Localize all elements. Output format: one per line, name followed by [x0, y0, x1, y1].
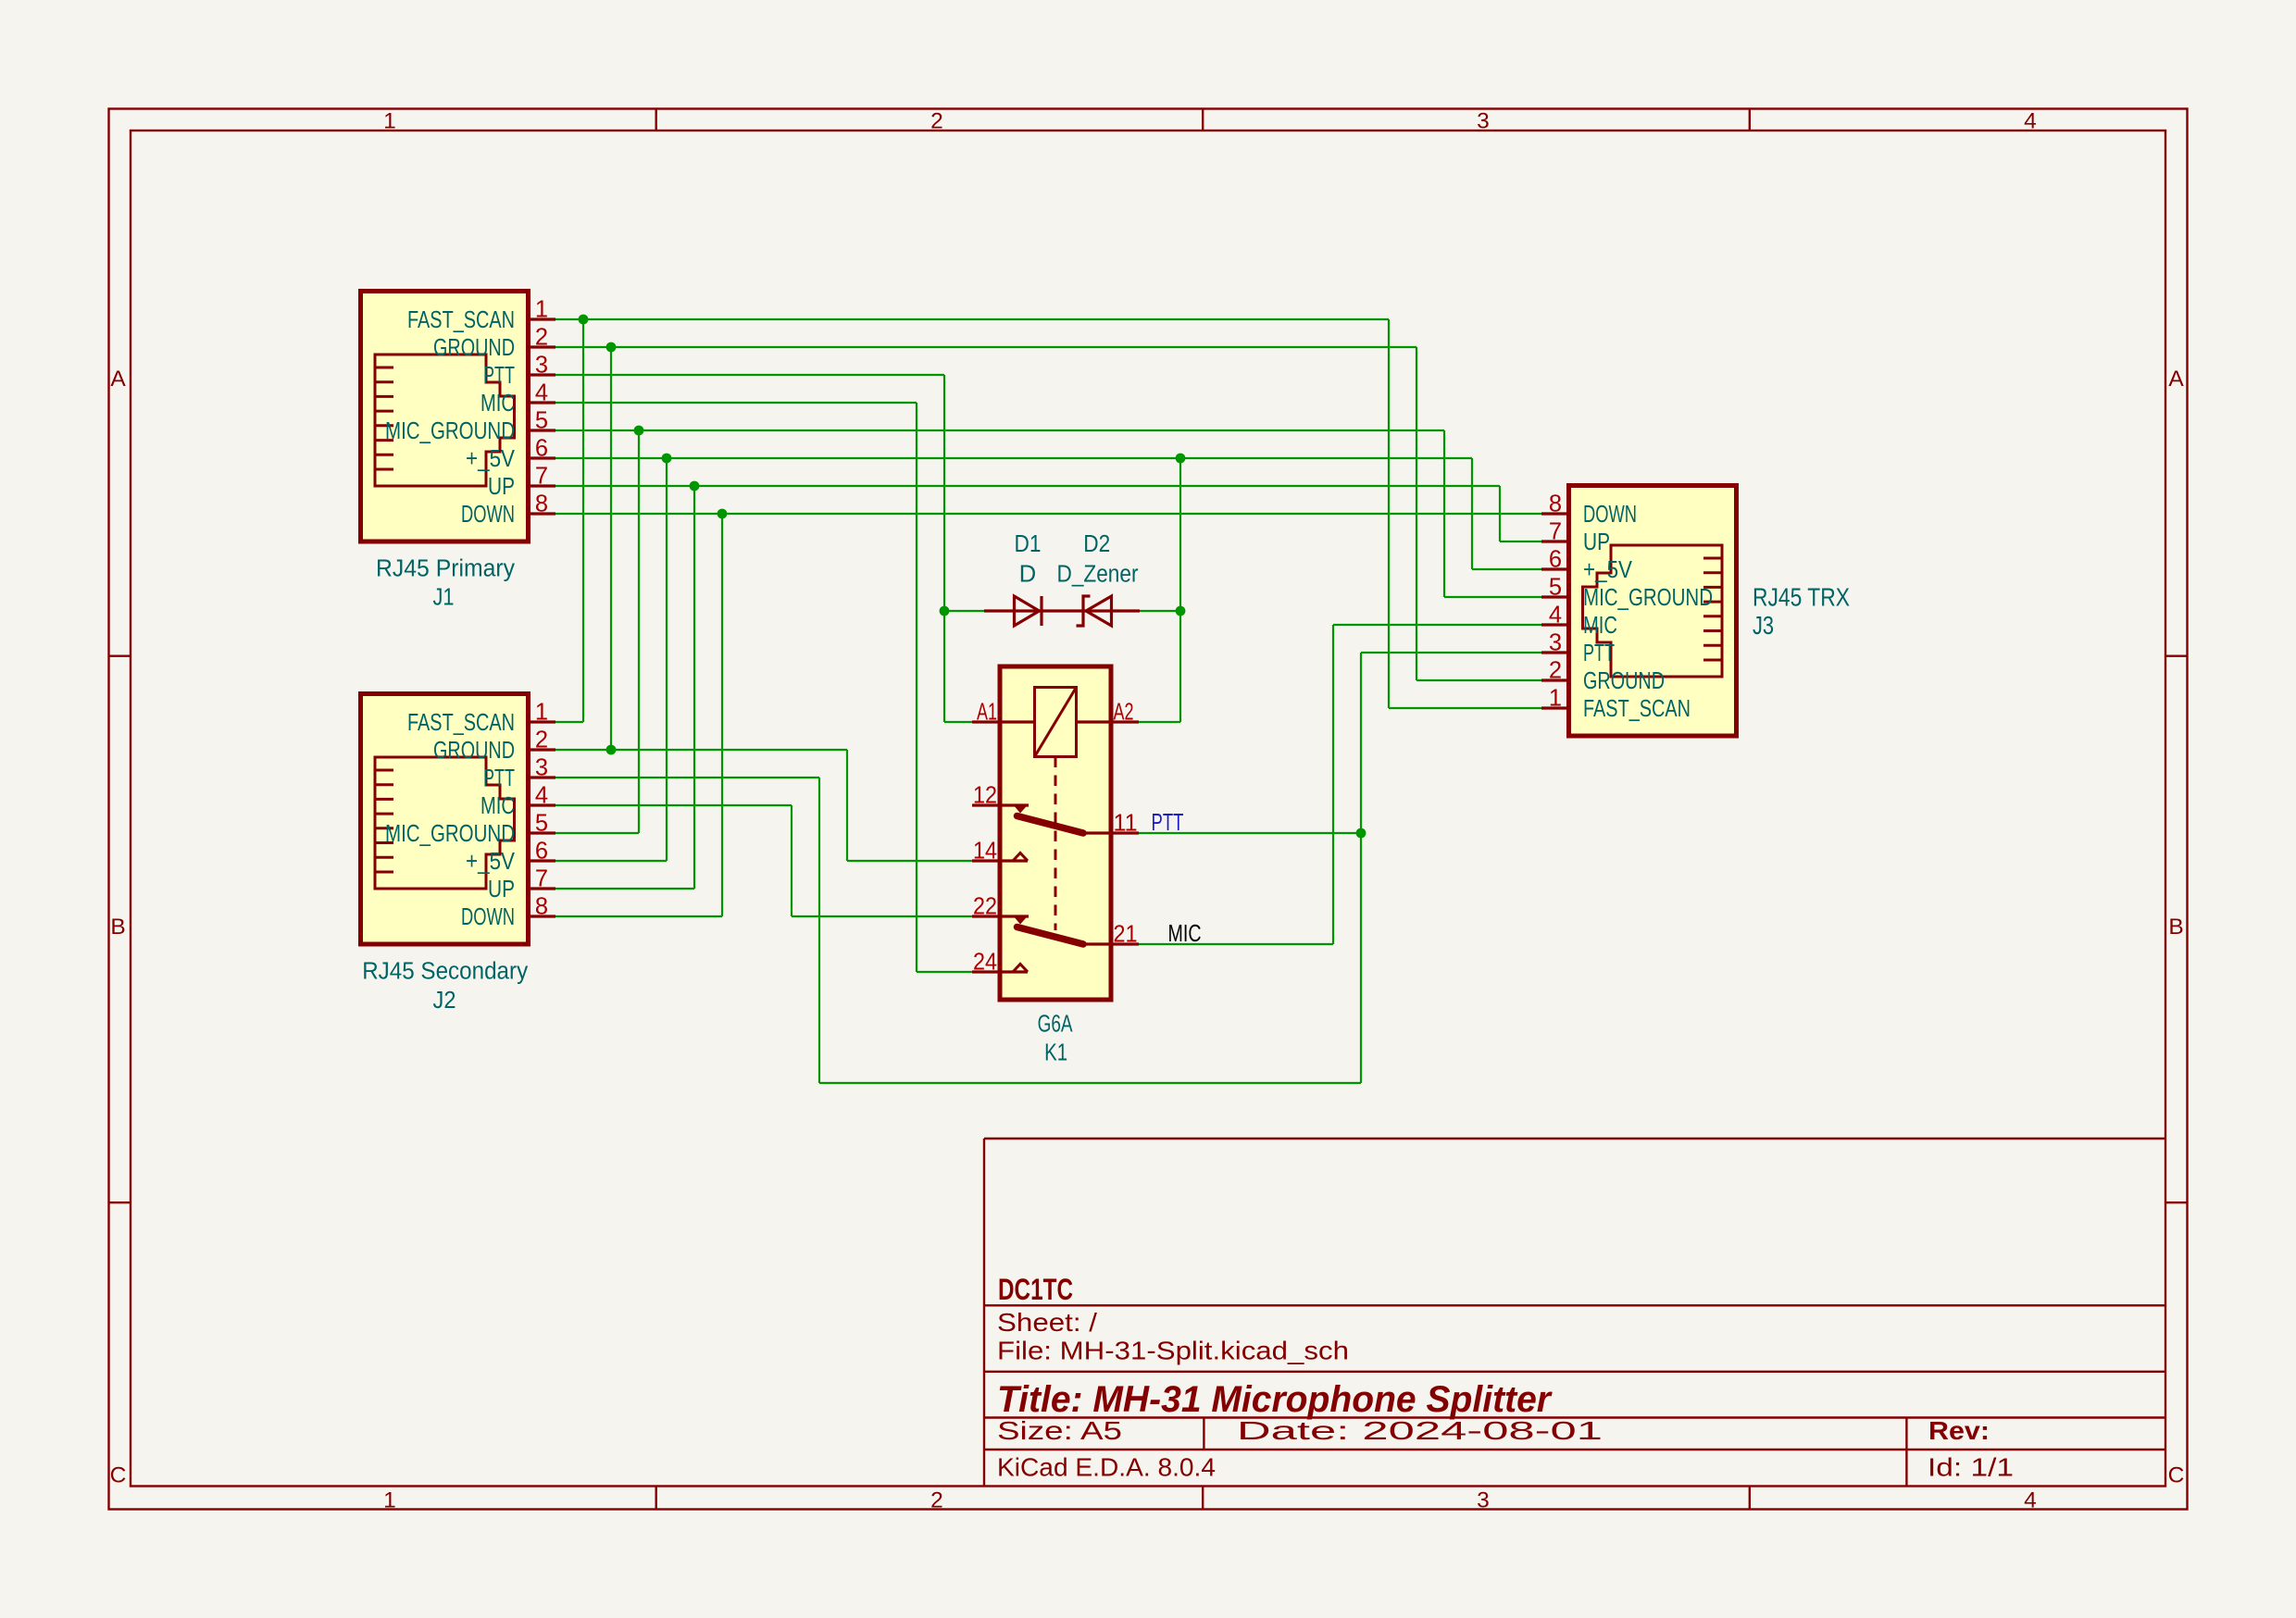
svg-text:DOWN: DOWN	[461, 502, 515, 528]
svg-text:B: B	[2168, 915, 2183, 940]
svg-text:1: 1	[383, 1488, 396, 1513]
svg-text:3: 3	[535, 754, 548, 780]
svg-text:6: 6	[535, 435, 548, 461]
svg-text:DOWN: DOWN	[461, 904, 515, 930]
svg-text:J2: J2	[433, 988, 456, 1014]
svg-text:1: 1	[1549, 685, 1562, 711]
svg-text:GROUND: GROUND	[433, 335, 515, 361]
svg-text:+_5V: +_5V	[1583, 557, 1632, 583]
svg-text:FAST_SCAN: FAST_SCAN	[407, 307, 515, 333]
svg-text:8: 8	[535, 893, 548, 919]
svg-text:7: 7	[535, 865, 548, 891]
svg-text:3: 3	[1477, 1488, 1490, 1513]
svg-text:11: 11	[1114, 810, 1138, 836]
svg-text:D: D	[1019, 562, 1036, 588]
svg-text:J1: J1	[433, 585, 455, 611]
svg-text:C: C	[110, 1462, 127, 1487]
svg-text:8: 8	[1549, 491, 1562, 517]
svg-text:D2: D2	[1083, 531, 1110, 557]
svg-text:UP: UP	[488, 877, 515, 902]
svg-text:24: 24	[973, 949, 997, 975]
svg-text:Id: 1/1: Id: 1/1	[1928, 1453, 2014, 1482]
svg-text:B: B	[110, 915, 125, 940]
svg-text:UP: UP	[488, 474, 515, 500]
svg-text:14: 14	[973, 838, 997, 864]
svg-text:Size: A5: Size: A5	[997, 1416, 1122, 1445]
svg-text:PTT: PTT	[1583, 641, 1615, 666]
svg-text:D1: D1	[1015, 531, 1042, 557]
svg-text:UP: UP	[1583, 529, 1610, 555]
svg-text:8: 8	[535, 491, 548, 517]
svg-text:4: 4	[1549, 602, 1562, 628]
svg-text:MIC_GROUND: MIC_GROUND	[385, 418, 515, 444]
svg-text:Rev:: Rev:	[1928, 1416, 1990, 1445]
svg-text:RJ45 Secondary: RJ45 Secondary	[362, 959, 528, 985]
svg-text:RJ45 TRX: RJ45 TRX	[1753, 583, 1850, 612]
svg-text:FAST_SCAN: FAST_SCAN	[407, 710, 515, 736]
svg-text:PTT: PTT	[483, 765, 515, 791]
svg-text:12: 12	[973, 782, 997, 808]
svg-text:PTT: PTT	[1152, 810, 1184, 836]
svg-text:GROUND: GROUND	[433, 738, 515, 764]
svg-text:MIC: MIC	[480, 391, 515, 417]
svg-text:PTT: PTT	[483, 363, 515, 389]
svg-text:MIC_GROUND: MIC_GROUND	[1583, 585, 1713, 611]
svg-text:2: 2	[535, 727, 548, 753]
svg-text:C: C	[2168, 1462, 2185, 1487]
svg-text:2: 2	[930, 1488, 943, 1513]
svg-text:J3: J3	[1753, 611, 1774, 640]
svg-text:MIC: MIC	[480, 793, 515, 819]
svg-text:KiCad E.D.A. 8.0.4: KiCad E.D.A. 8.0.4	[997, 1453, 1216, 1482]
svg-text:3: 3	[1549, 629, 1562, 655]
svg-text:File: MH-31-Split.kicad_sch: File: MH-31-Split.kicad_sch	[997, 1337, 1349, 1365]
svg-text:K1: K1	[1044, 1040, 1067, 1066]
svg-text:MIC_GROUND: MIC_GROUND	[385, 821, 515, 847]
svg-text:RJ45 Primary: RJ45 Primary	[376, 555, 515, 581]
svg-text:A: A	[2168, 367, 2184, 392]
svg-text:6: 6	[1549, 546, 1562, 572]
svg-text:D_Zener: D_Zener	[1057, 562, 1139, 588]
svg-text:DOWN: DOWN	[1583, 502, 1637, 528]
svg-text:1: 1	[535, 699, 548, 725]
svg-text:7: 7	[535, 463, 548, 489]
svg-text:4: 4	[2024, 1488, 2037, 1513]
svg-text:5: 5	[535, 407, 548, 433]
svg-text:1: 1	[383, 109, 396, 134]
svg-text:2: 2	[535, 324, 548, 350]
svg-text:2: 2	[1549, 657, 1562, 683]
svg-text:GROUND: GROUND	[1583, 668, 1665, 694]
svg-text:A2: A2	[1114, 699, 1134, 725]
svg-text:Title: MH-31 Microphone Splitt: Title: MH-31 Microphone Splitter	[997, 1379, 1553, 1420]
svg-text:A1: A1	[977, 699, 997, 725]
svg-text:3: 3	[535, 352, 548, 378]
svg-text:A: A	[110, 367, 126, 392]
svg-text:DC1TC: DC1TC	[998, 1273, 1073, 1306]
svg-text:4: 4	[535, 380, 548, 405]
svg-text:2: 2	[930, 109, 943, 134]
svg-text:7: 7	[1549, 518, 1562, 544]
svg-text:Sheet: /: Sheet: /	[997, 1308, 1097, 1337]
svg-text:+_5V: +_5V	[466, 446, 515, 472]
svg-text:5: 5	[1549, 574, 1562, 600]
svg-text:FAST_SCAN: FAST_SCAN	[1583, 696, 1691, 722]
svg-text:1: 1	[535, 296, 548, 322]
svg-text:4: 4	[2024, 109, 2037, 134]
svg-text:3: 3	[1477, 109, 1490, 134]
svg-text:MIC: MIC	[1583, 613, 1617, 639]
svg-text:G6A: G6A	[1038, 1012, 1073, 1038]
svg-text:5: 5	[535, 810, 548, 836]
svg-text:6: 6	[535, 838, 548, 864]
svg-text:21: 21	[1114, 921, 1138, 947]
svg-text:+_5V: +_5V	[466, 849, 515, 875]
svg-text:Date: 2024-08-01: Date: 2024-08-01	[1237, 1416, 1603, 1445]
svg-text:4: 4	[535, 782, 548, 808]
svg-text:MIC: MIC	[1168, 921, 1202, 947]
svg-text:22: 22	[973, 893, 997, 919]
